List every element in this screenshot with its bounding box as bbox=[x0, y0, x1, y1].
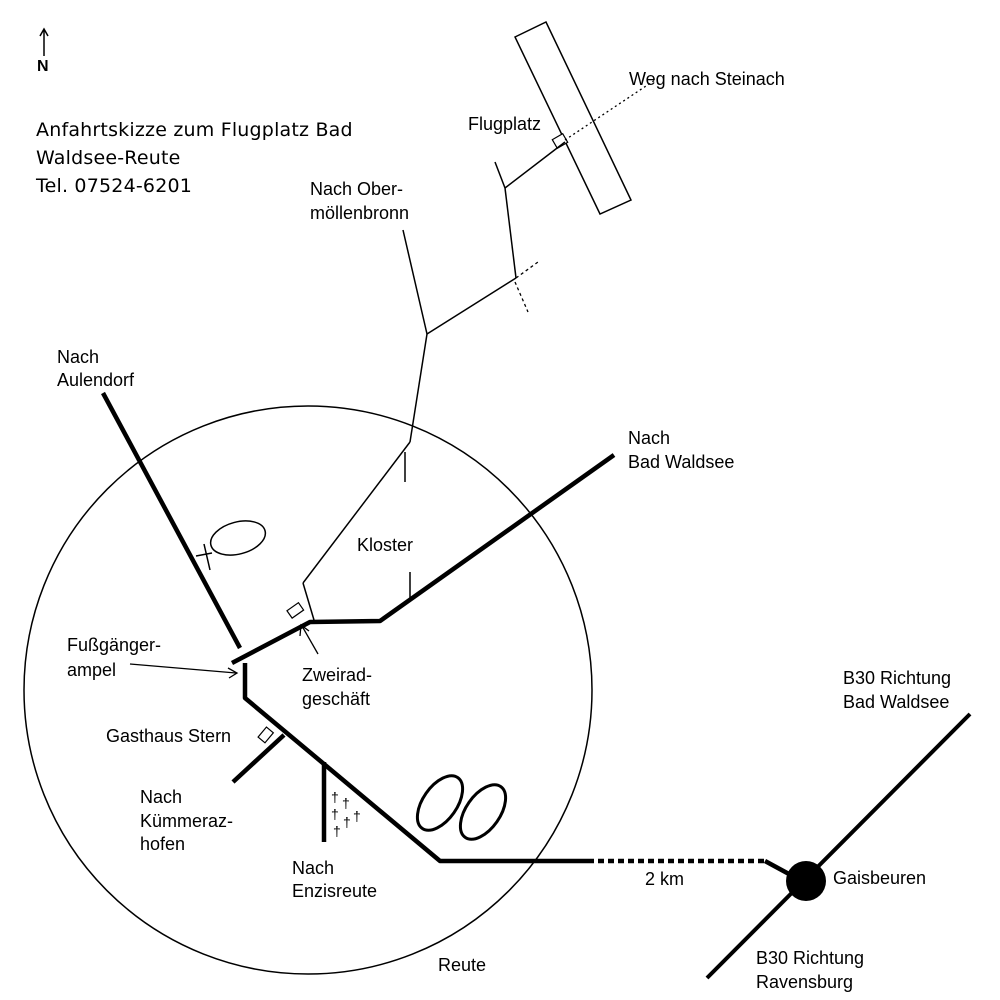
flugplatz-building bbox=[551, 132, 569, 150]
label-aulendorf-1: Nach bbox=[57, 347, 100, 367]
label-kuemmerazhofen-3: hofen bbox=[140, 834, 186, 854]
gaisbeuren-dot bbox=[786, 861, 826, 901]
label-gaisbeuren: Gaisbeuren bbox=[833, 868, 927, 888]
label-obermoellenbronn-1: Nach Ober- bbox=[310, 179, 404, 199]
pond-right bbox=[458, 783, 508, 841]
cemetery-cross-6: † bbox=[333, 823, 341, 839]
pond-left bbox=[415, 774, 465, 832]
north-label: N bbox=[37, 58, 49, 75]
label-gasthaus-stern: Gasthaus Stern bbox=[106, 726, 232, 746]
dotted-track bbox=[514, 281, 529, 313]
cemetery-cross-1: † bbox=[331, 789, 339, 805]
zweirad-building bbox=[286, 601, 305, 619]
label-fussgaenger-2: ampel bbox=[67, 660, 117, 680]
label-b30-south-2: Ravensburg bbox=[756, 972, 854, 992]
cemetery-cross-3: † bbox=[331, 806, 339, 822]
label-obermoellenbronn-2: möllenbronn bbox=[310, 203, 410, 223]
runway bbox=[514, 20, 633, 215]
label-b30-north-2: Bad Waldsee bbox=[843, 692, 950, 712]
minor-roads bbox=[302, 141, 566, 621]
label-aulendorf-2: Aulendorf bbox=[57, 370, 135, 390]
weg-steinach-path bbox=[564, 79, 656, 141]
map-title: Anfahrtskizze zum Flugplatz Bad Waldsee-… bbox=[36, 116, 353, 200]
b30-road bbox=[705, 712, 972, 980]
pond bbox=[209, 520, 267, 556]
dotted-track-ne bbox=[515, 261, 539, 279]
cemetery-cross-2: † bbox=[342, 795, 350, 811]
pond-path bbox=[195, 543, 213, 571]
title-line-2: Waldsee-Reute bbox=[36, 147, 181, 169]
label-b30-north-1: B30 Richtung bbox=[843, 668, 952, 688]
label-fussgaenger-1: Fußgänger- bbox=[67, 635, 162, 655]
label-reute: Reute bbox=[438, 955, 487, 975]
title-line-3: Tel. 07524-6201 bbox=[36, 175, 193, 197]
gasthaus-building bbox=[257, 726, 275, 744]
label-weg-steinach: Weg nach Steinach bbox=[629, 69, 785, 89]
label-enzisreute-1: Nach bbox=[292, 858, 335, 878]
north-arrow bbox=[39, 27, 49, 56]
label-enzisreute-2: Enzisreute bbox=[292, 881, 378, 901]
label-waldsee-1: Nach bbox=[628, 428, 671, 448]
label-kuemmerazhofen-2: Kümmeraz- bbox=[140, 811, 234, 831]
label-waldsee-2: Bad Waldsee bbox=[628, 452, 735, 472]
title-line-1: Anfahrtskizze zum Flugplatz Bad bbox=[36, 119, 353, 141]
label-distance: 2 km bbox=[645, 869, 685, 889]
label-kuemmerazhofen-1: Nach bbox=[140, 787, 183, 807]
reute-area-circle bbox=[23, 405, 593, 975]
label-b30-south-1: B30 Richtung bbox=[756, 948, 865, 968]
label-kloster: Kloster bbox=[357, 535, 414, 555]
label-zweirad-2: geschäft bbox=[302, 689, 371, 709]
label-flugplatz: Flugplatz bbox=[468, 114, 542, 134]
main-roads bbox=[101, 391, 802, 882]
cemetery-cross-4: † bbox=[343, 814, 351, 830]
label-zweirad-1: Zweirad- bbox=[302, 665, 373, 685]
arrows bbox=[129, 623, 319, 679]
cemetery-cross-5: † bbox=[353, 808, 361, 824]
